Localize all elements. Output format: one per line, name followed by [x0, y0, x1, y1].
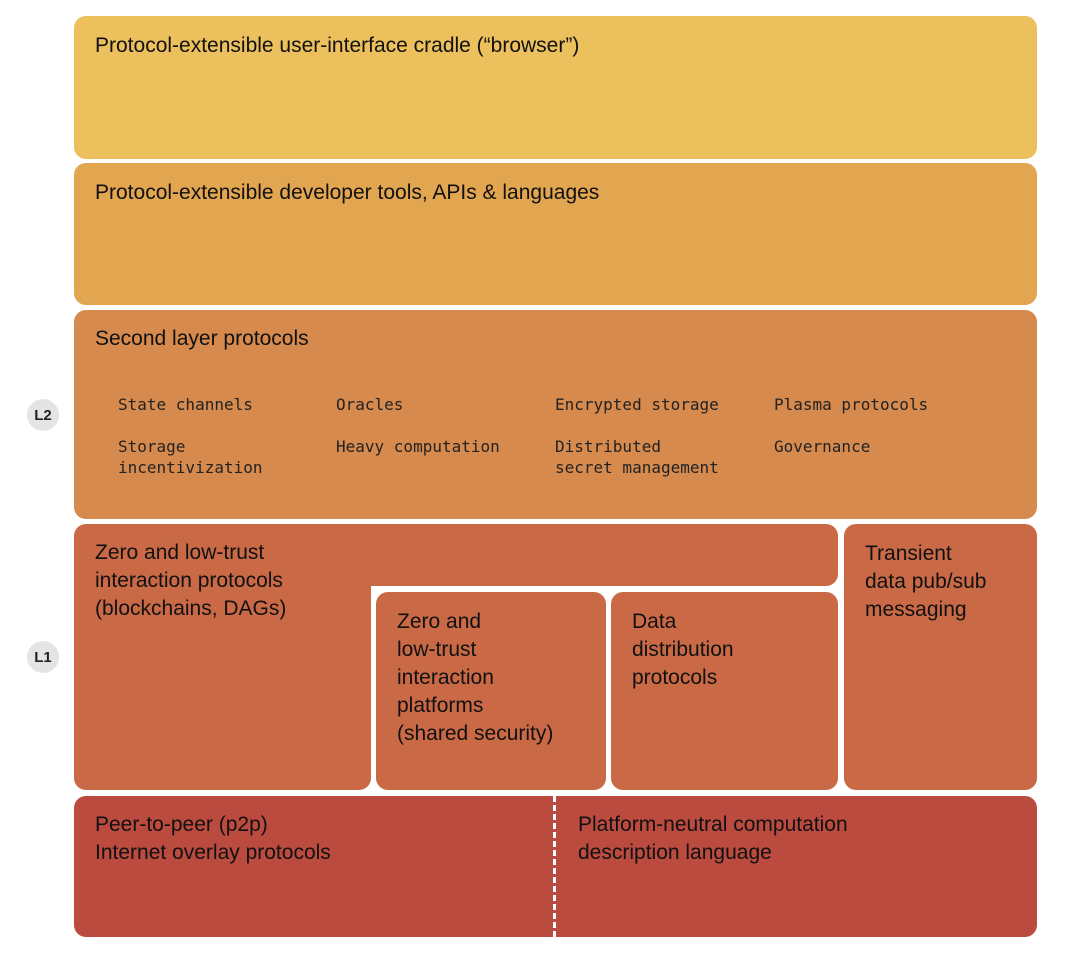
devtools-layer: Protocol-extensible developer tools, API… [74, 163, 1037, 305]
second-layer-title: Second layer protocols [95, 327, 309, 350]
transient-pubsub-title: Transient data pub/sub messaging [865, 542, 987, 621]
data-distribution-block: Data distribution protocols [611, 592, 838, 790]
transient-pubsub-block: Transient data pub/sub messaging [844, 524, 1037, 790]
item-state-channels: State channels [118, 395, 253, 414]
p2p-title: Peer-to-peer (p2p) Internet overlay prot… [95, 813, 331, 864]
item-storage-incentivization: Storage incentivization [118, 437, 263, 477]
badge-l2: L2 [27, 399, 59, 431]
zero-trust-protocols-block-lower [74, 560, 371, 790]
browser-layer: Protocol-extensible user-interface cradl… [74, 16, 1037, 159]
item-plasma-protocols: Plasma protocols [774, 395, 929, 414]
data-distribution-title: Data distribution protocols [632, 610, 734, 689]
item-encrypted-storage: Encrypted storage [555, 395, 719, 414]
browser-layer-title: Protocol-extensible user-interface cradl… [95, 34, 580, 57]
bottom-layer-divider [553, 796, 556, 937]
devtools-layer-title: Protocol-extensible developer tools, API… [95, 181, 600, 204]
zero-trust-platforms-title: Zero and low-trust interaction platforms… [397, 610, 554, 745]
item-governance: Governance [774, 437, 871, 456]
zero-trust-platforms-block: Zero and low-trust interaction platforms… [376, 592, 606, 790]
second-layer-protocols: Second layer protocols State channels Or… [74, 310, 1037, 519]
item-oracles: Oracles [336, 395, 404, 414]
badge-l1: L1 [27, 641, 59, 673]
item-distributed-secret-management: Distributed secret management [555, 437, 719, 477]
item-heavy-computation: Heavy computation [336, 437, 500, 456]
zero-trust-protocols-title: Zero and low-trust interaction protocols… [95, 541, 287, 620]
computation-language-title: Platform-neutral computation description… [578, 813, 848, 864]
